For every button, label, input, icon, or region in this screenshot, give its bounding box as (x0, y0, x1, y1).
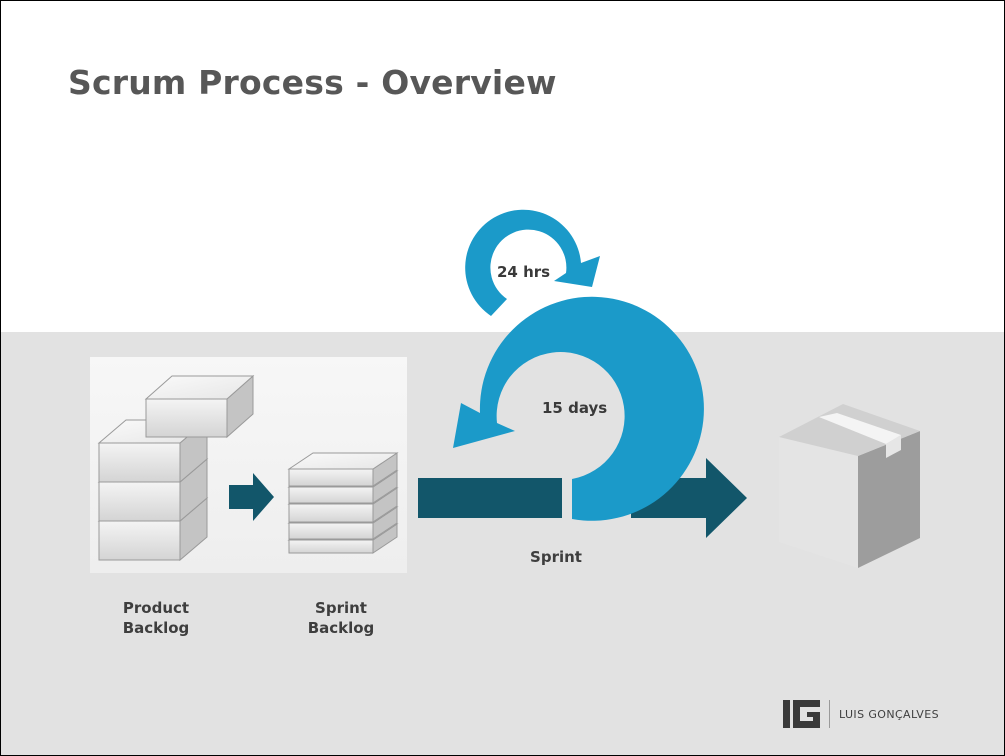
product-backlog-label-line2: Backlog (122, 619, 190, 637)
product-backlog-label-line1: Product (122, 599, 190, 617)
brand-logo: LUIS GONÇALVES (783, 697, 939, 731)
sprint-backlog-label-line1: Sprint (315, 599, 367, 617)
product-backlog-label: Product Backlog (106, 598, 206, 638)
sprint-label: Sprint (530, 548, 582, 566)
sprint-backlog-label-line2: Backlog (307, 619, 375, 637)
product-increment-box (779, 404, 920, 568)
sprint-backlog-label: Sprint Backlog (291, 598, 391, 638)
backlog-arrow (229, 473, 274, 521)
product-backlog-stack (97, 374, 255, 562)
sprint-input-bar (418, 478, 562, 518)
sprint-cycle-arrow (453, 296, 704, 521)
daily-cycle-label: 24 hrs (497, 263, 551, 281)
sprint-cycle-label: 15 days (542, 399, 608, 417)
logo-divider (829, 700, 830, 728)
daily-cycle-arrow (465, 209, 600, 316)
lg-monogram-icon (783, 700, 820, 728)
logo-text: LUIS GONÇALVES (839, 707, 939, 721)
slide-title: Scrum Process - Overview (68, 63, 557, 102)
sprint-backlog-stack (287, 452, 399, 554)
